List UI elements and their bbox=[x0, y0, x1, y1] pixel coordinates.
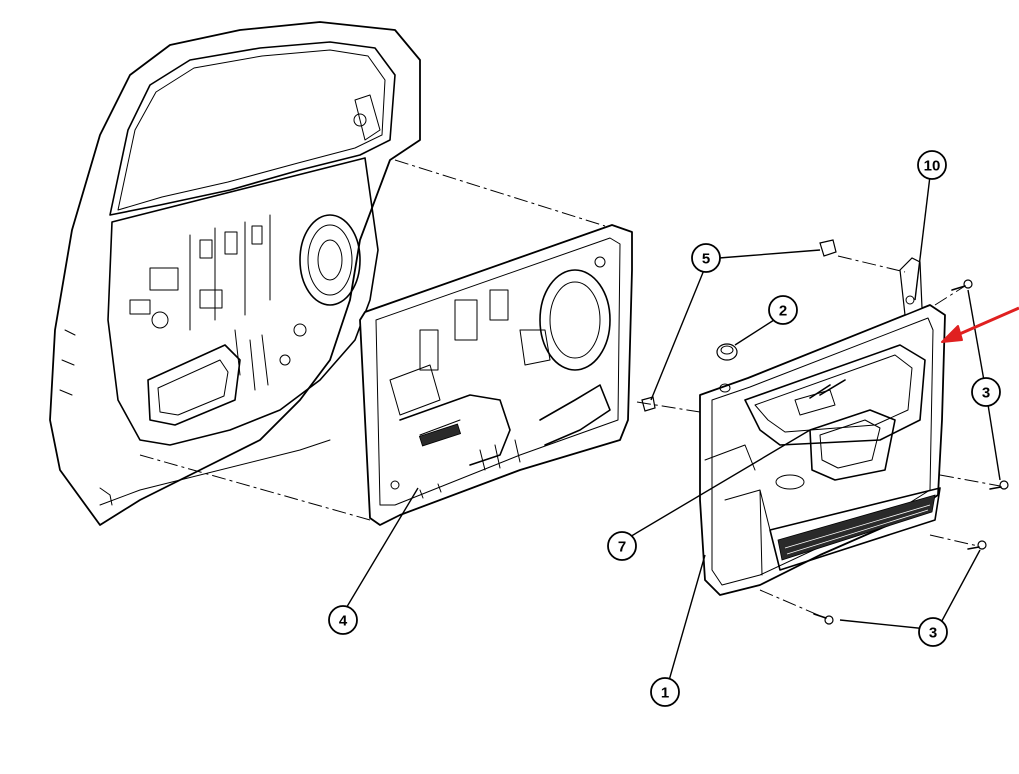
door-trim-panel bbox=[699, 257, 946, 596]
callout-5: 5 bbox=[691, 243, 721, 273]
callout-4-label: 4 bbox=[339, 613, 348, 630]
callout-4: 4 bbox=[328, 605, 358, 635]
callout-2: 2 bbox=[768, 295, 798, 325]
callout-3-right: 3 bbox=[971, 377, 1001, 407]
callout-7: 7 bbox=[607, 531, 637, 561]
callout-1: 1 bbox=[650, 677, 680, 707]
part-3-screw-bottom bbox=[813, 613, 834, 625]
door-shell bbox=[49, 21, 421, 526]
assembly-lines bbox=[139, 159, 1001, 619]
part-3-screw-mid bbox=[967, 540, 987, 550]
callout-1-label: 1 bbox=[661, 685, 669, 702]
callout-10: 10 bbox=[917, 150, 947, 180]
callout-10-label: 10 bbox=[924, 158, 941, 175]
callout-3-right-label: 3 bbox=[982, 385, 990, 402]
part-2-plug bbox=[716, 343, 738, 361]
part-5-clip-a bbox=[819, 239, 837, 257]
callout-3-bottom-label: 3 bbox=[929, 625, 937, 642]
speaker-grille bbox=[777, 494, 936, 561]
inner-door-panel bbox=[359, 224, 633, 526]
red-arrow-indicator bbox=[941, 306, 1019, 343]
part-3-screw-right bbox=[989, 480, 1009, 490]
callout-5-label: 5 bbox=[702, 251, 710, 268]
part-3-screw-top bbox=[951, 279, 973, 291]
callout-7-label: 7 bbox=[618, 539, 626, 556]
callout-3-bottom: 3 bbox=[918, 617, 948, 647]
callout-2-label: 2 bbox=[779, 303, 787, 320]
